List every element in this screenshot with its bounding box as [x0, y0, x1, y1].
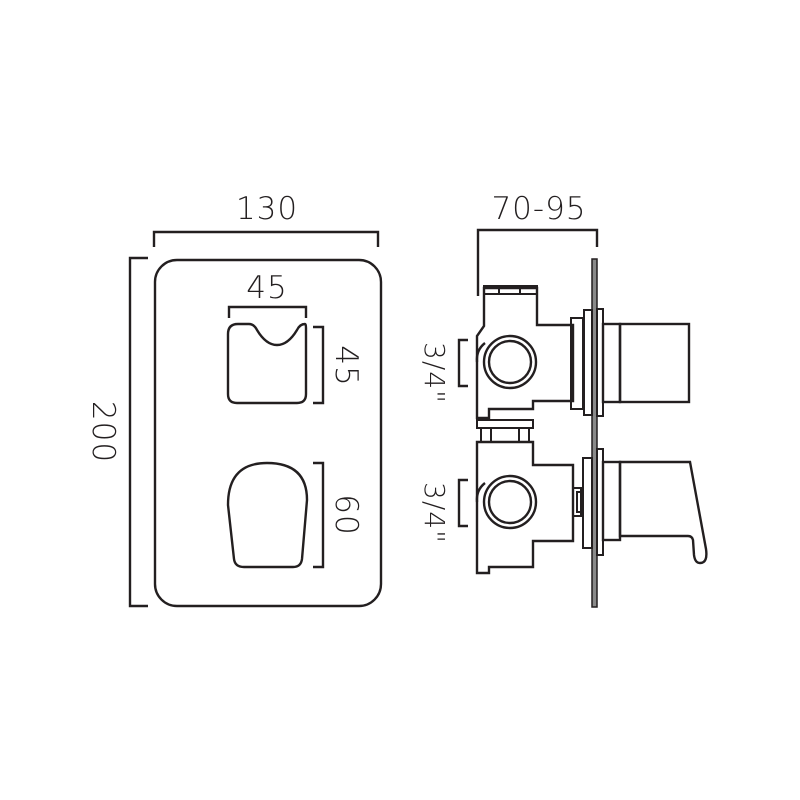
upper-outlet-ring: [482, 334, 538, 390]
lower-outlet-bore: [487, 479, 533, 525]
upper-connection-bracket: [457, 338, 468, 388]
lower-flange: [582, 457, 593, 549]
diverter-lever-side: [618, 460, 708, 565]
front-view: 130 200 45 45 60: [85, 191, 383, 608]
lower-outlet-shoulder: [475, 482, 486, 503]
upper-valve-cap: [483, 285, 538, 295]
height-dimension-bracket: [128, 256, 148, 608]
middle-coupling-nut: [480, 427, 530, 443]
depth-dimension-bracket: [476, 228, 599, 296]
lower-valve-body: [475, 440, 575, 575]
control-width-label: 45: [246, 270, 287, 306]
faceplate-outline: [153, 258, 383, 608]
upper-valve-body: [475, 286, 575, 420]
upper-spindle-sleeve: [601, 322, 622, 404]
diverter-lever-outline: [226, 461, 309, 569]
lower-connection-bracket: [457, 478, 468, 528]
side-view: 70-95 3/4": [418, 191, 708, 608]
upper-flange: [583, 309, 593, 416]
lower-spindle-sleeve: [601, 460, 622, 542]
middle-coupling-top: [476, 419, 534, 429]
thermostat-knob-outline: [226, 322, 308, 405]
lower-nut: [572, 487, 582, 517]
upper-outlet-shoulder: [475, 342, 486, 363]
wall-plate-section: [591, 258, 598, 608]
control-height-label: 45: [328, 345, 364, 386]
width-dimension-bracket: [152, 230, 380, 247]
thermostat-knob-side: [618, 322, 691, 404]
upper-outlet-bore: [487, 339, 533, 385]
control-width-bracket: [227, 305, 308, 318]
upper-connection-label: 3/4": [418, 342, 451, 404]
width-dimension-label: 130: [236, 191, 298, 227]
lower-outlet-ring: [482, 474, 538, 530]
lever-height-bracket: [313, 461, 325, 569]
height-dimension-label: 200: [85, 401, 121, 463]
lever-height-label: 60: [328, 494, 364, 535]
control-height-bracket: [313, 325, 325, 405]
lower-connection-label: 3/4": [418, 482, 451, 544]
depth-dimension-label: 70-95: [491, 191, 586, 227]
